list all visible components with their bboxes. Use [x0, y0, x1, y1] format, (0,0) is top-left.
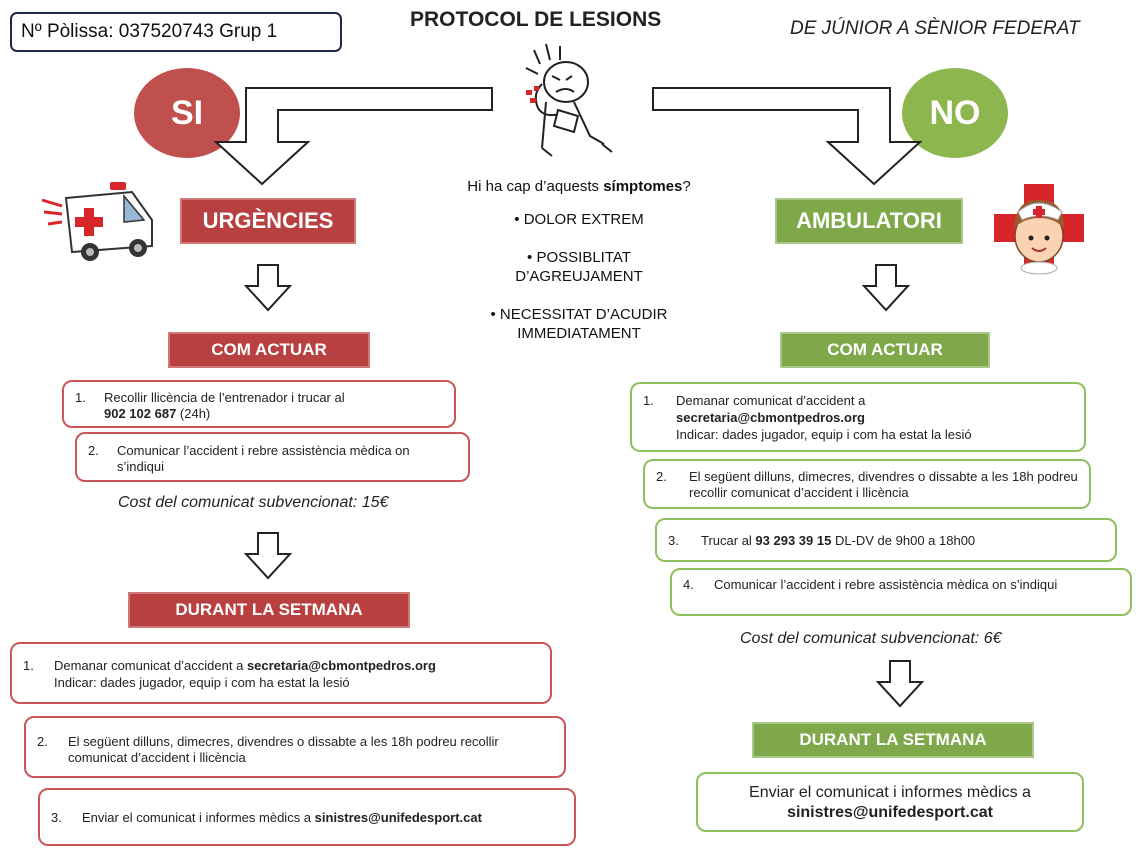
- symptom-item: • DOLOR EXTREM: [514, 211, 644, 228]
- symptoms-question: Hi ha cap d’aquests símptomes?: [467, 178, 691, 195]
- week-header-right: DURANT LA SETMANA: [752, 722, 1034, 758]
- page-subtitle: DE JÚNIOR A SÈNIOR FEDERAT: [790, 18, 1080, 39]
- ambulatori-step-2: 2. El següent dilluns, dimecres, divendr…: [643, 459, 1091, 509]
- week-left-step-2: 2. El següent dilluns, dimecres, divendr…: [24, 716, 566, 778]
- page-title: PROTOCOL DE LESIONS: [410, 8, 662, 31]
- week-right-step: Enviar el comunicat i informes mèdics a …: [696, 772, 1084, 832]
- symptom-item: • POSSIBLITAT D’AGREUJAMENT: [515, 249, 643, 285]
- urgencies-header: URGÈNCIES: [180, 198, 356, 244]
- urgencies-cost: Cost del comunicat subvencionat: 15€: [118, 494, 389, 511]
- ambulatori-header: AMBULATORI: [775, 198, 963, 244]
- urgencies-step-2: 2. Comunicar l’accident i rebre assistèn…: [75, 432, 470, 482]
- nurse-icon: [994, 184, 1084, 275]
- down-arrow-icon: [243, 264, 293, 312]
- ambulance-icon: [41, 182, 153, 261]
- urgencies-step-1: 1. Recollir llicència de l’entrenador i …: [62, 380, 456, 428]
- injured-child-illustration: [525, 43, 613, 157]
- week-left-step-3: 3. Enviar el comunicat i informes mèdics…: [38, 788, 576, 846]
- down-arrow-icon: [861, 264, 911, 312]
- how-to-act-header-right: COM ACTUAR: [780, 332, 990, 368]
- how-to-act-header-left: COM ACTUAR: [168, 332, 370, 368]
- down-arrow-icon: [243, 532, 293, 580]
- ambulatori-step-3: 3. Trucar al 93 293 39 15 DL-DV de 9h00 …: [655, 518, 1117, 562]
- symptom-item: • NECESSITAT D’ACUDIR IMMEDIATAMENT: [490, 306, 668, 342]
- ambulatori-step-1: 1. Demanar comunicat d’accident a secret…: [630, 382, 1086, 452]
- policy-number-box: Nº Pòlissa: 037520743 Grup 1: [10, 12, 342, 52]
- week-left-step-1: 1. Demanar comunicat d’accident a secret…: [10, 642, 552, 704]
- down-arrow-icon: [875, 660, 925, 708]
- ambulatori-step-4: 4. Comunicar l’accident i rebre assistèn…: [670, 568, 1132, 616]
- week-header-left: DURANT LA SETMANA: [128, 592, 410, 628]
- ambulatori-cost: Cost del comunicat subvencionat: 6€: [740, 630, 1002, 647]
